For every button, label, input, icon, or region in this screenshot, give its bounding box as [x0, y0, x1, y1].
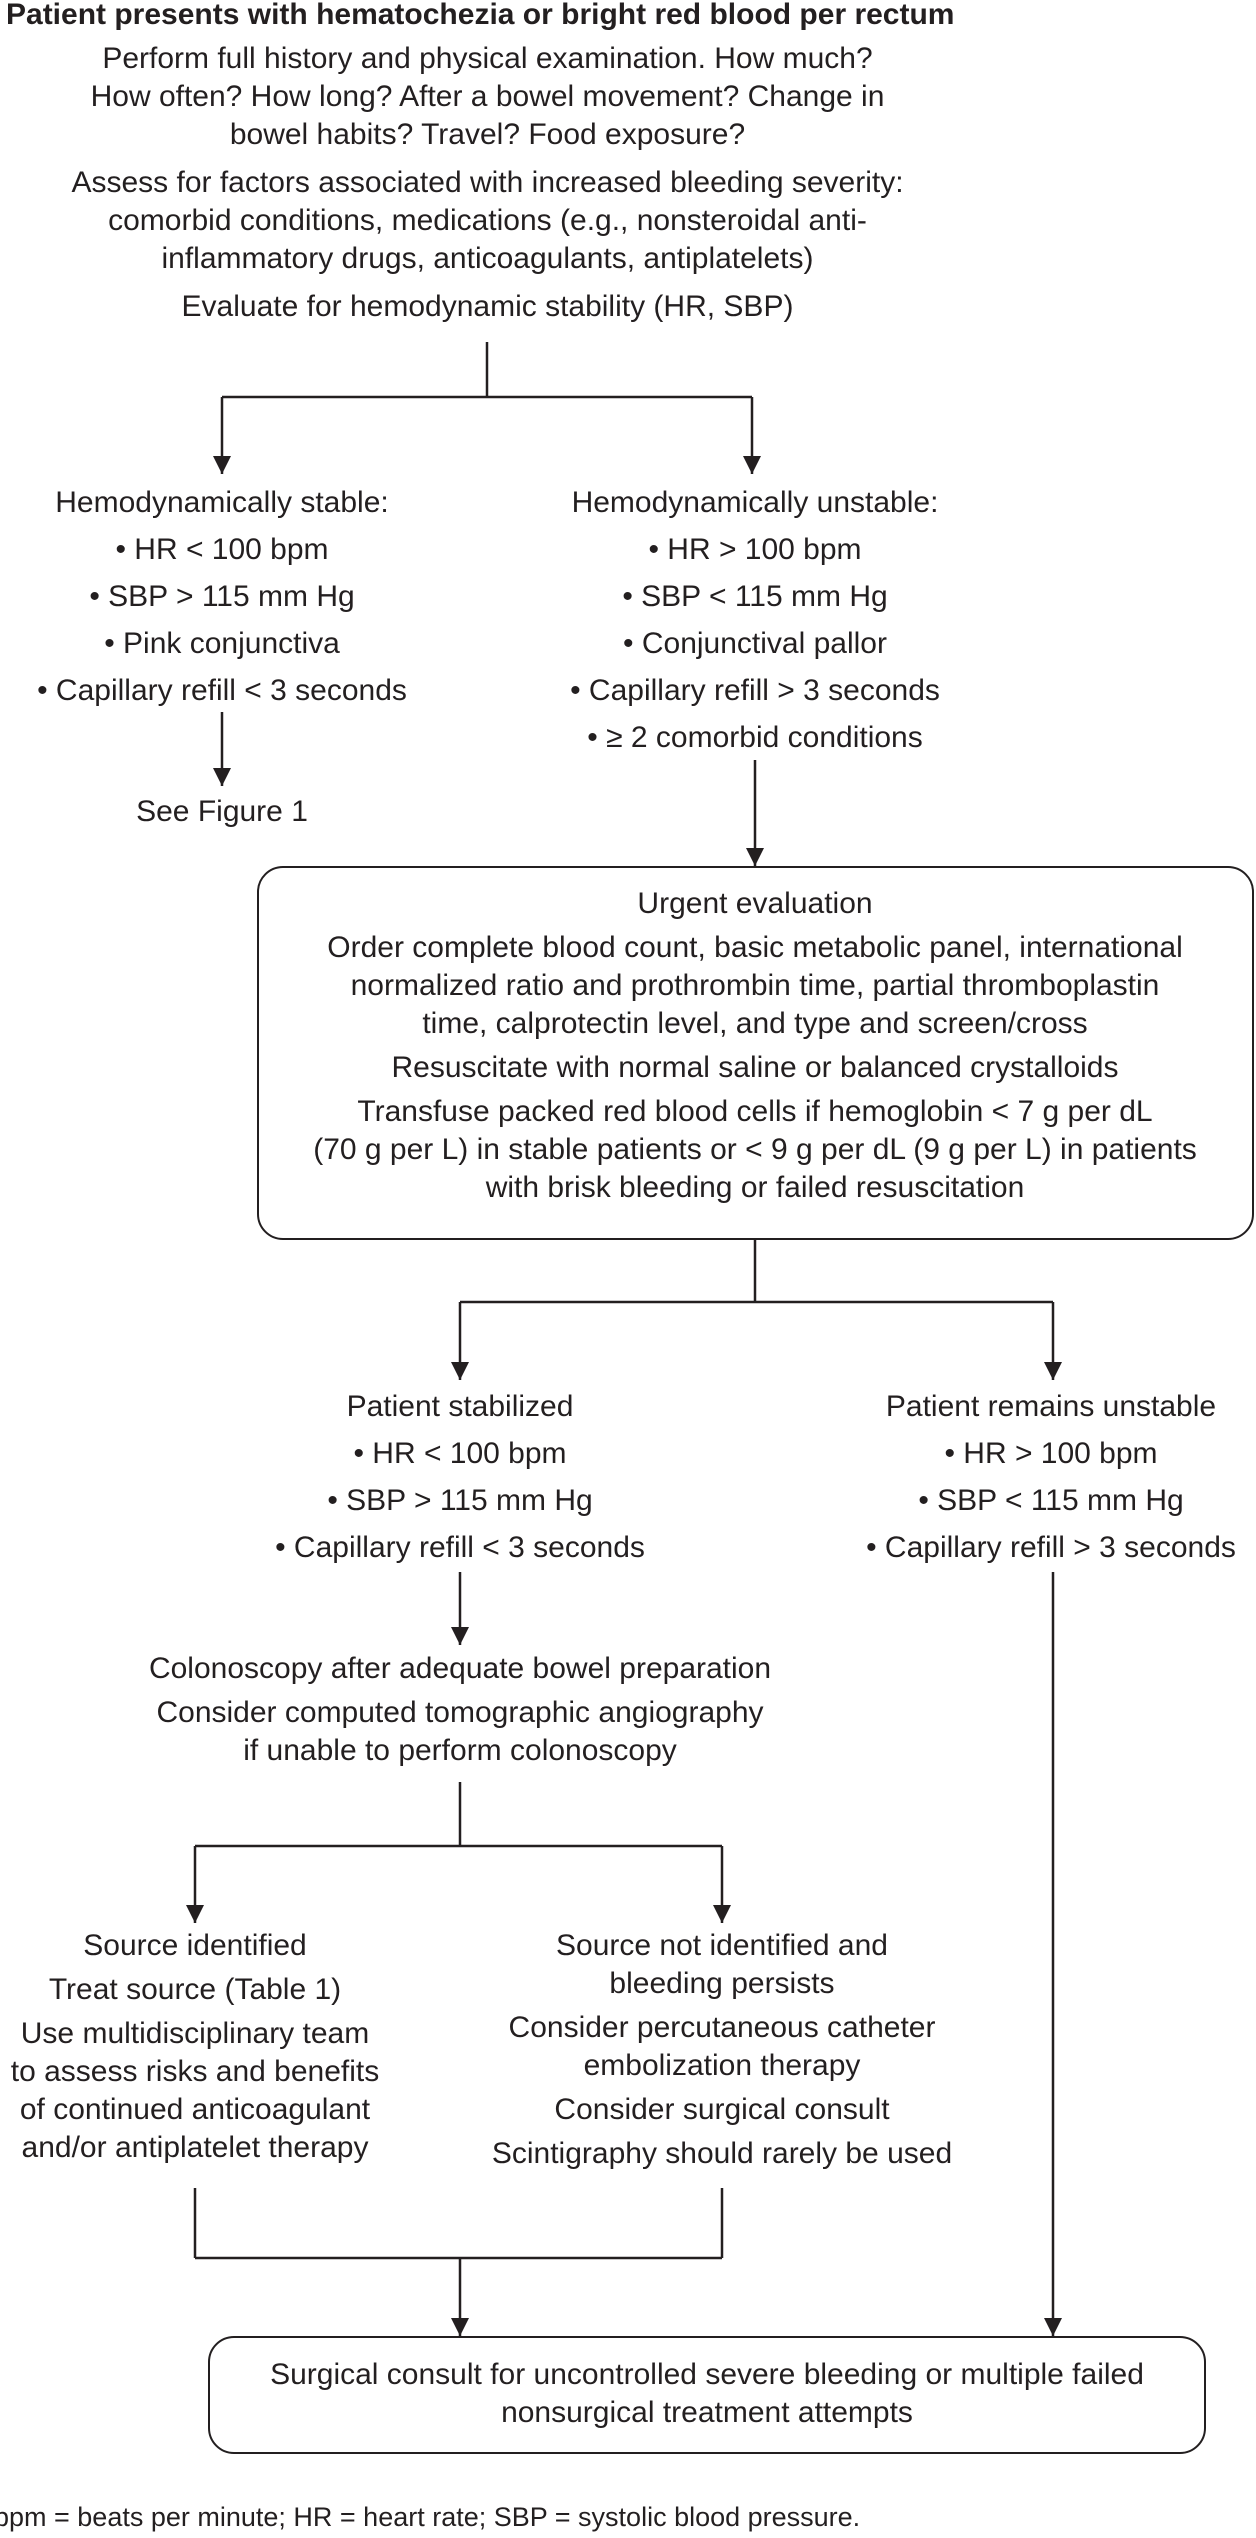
list-item: • SBP < 115 mm Hg	[622, 580, 888, 613]
stable-criteria: Hemodynamically stable: • HR < 100 bpm •…	[0, 479, 444, 714]
list-item: • HR < 100 bpm	[353, 1437, 567, 1470]
source-not-identified-heading: Source not identified and bleeding persi…	[556, 1929, 888, 2000]
urgent-evaluation-content: Urgent evaluation Order complete blood c…	[260, 885, 1250, 1207]
source-identified-heading: Source identified	[83, 1929, 307, 1962]
source-not-identified-text: Source not identified and bleeding persi…	[462, 1927, 982, 2173]
list-item: • Capillary refill < 3 seconds	[37, 674, 407, 707]
list-item: • SBP < 115 mm Hg	[918, 1484, 1184, 1517]
unstable-criteria: Hemodynamically unstable: • HR > 100 bpm…	[515, 479, 995, 761]
footnote: bpm = beats per minute; HR = heart rate;…	[0, 2502, 861, 2532]
final-surgical-consult-box	[208, 2336, 1206, 2454]
see-figure-text: See Figure 1	[136, 795, 308, 828]
urgent-evaluation-box	[257, 866, 1254, 1240]
urgent-heading: Urgent evaluation	[637, 887, 873, 920]
stability-text: Evaluate for hemodynamic stability (HR, …	[181, 290, 794, 323]
remains-unstable-heading: Patient remains unstable	[885, 1390, 1217, 1423]
page-title: Patient presents with hematochezia or br…	[6, 0, 955, 31]
severity-text: Assess for factors associated with incre…	[71, 166, 904, 275]
list-item: • HR < 100 bpm	[115, 533, 329, 566]
stable-heading: Hemodynamically stable:	[55, 486, 389, 519]
list-item: • SBP > 115 mm Hg	[327, 1484, 593, 1517]
colonoscopy-text: Colonoscopy after adequate bowel prepara…	[148, 1652, 772, 1767]
list-item: • Conjunctival pallor	[623, 627, 887, 660]
list-item: • HR > 100 bpm	[648, 533, 862, 566]
list-item: • SBP > 115 mm Hg	[89, 580, 355, 613]
list-item: • HR > 100 bpm	[944, 1437, 1158, 1470]
list-item: • Capillary refill > 3 seconds	[866, 1531, 1236, 1564]
final-surgical-consult-text: Surgical consult for uncontrolled severe…	[270, 2358, 1144, 2429]
stabilized-heading: Patient stabilized	[346, 1390, 574, 1423]
list-item: • Capillary refill > 3 seconds	[570, 674, 940, 707]
unstable-heading: Hemodynamically unstable:	[571, 486, 939, 519]
list-item: • Capillary refill < 3 seconds	[275, 1531, 645, 1564]
source-identified-text: Source identified Treat source (Table 1)…	[0, 1927, 390, 2167]
remains-unstable-criteria: Patient remains unstable • HR > 100 bpm …	[846, 1383, 1256, 1571]
history-text: Perform full history and physical examin…	[90, 42, 885, 151]
stabilized-criteria: Patient stabilized • HR < 100 bpm • SBP …	[230, 1383, 690, 1571]
list-item: • ≥ 2 comorbid conditions	[587, 721, 923, 754]
list-item: • Pink conjunctiva	[104, 627, 340, 660]
